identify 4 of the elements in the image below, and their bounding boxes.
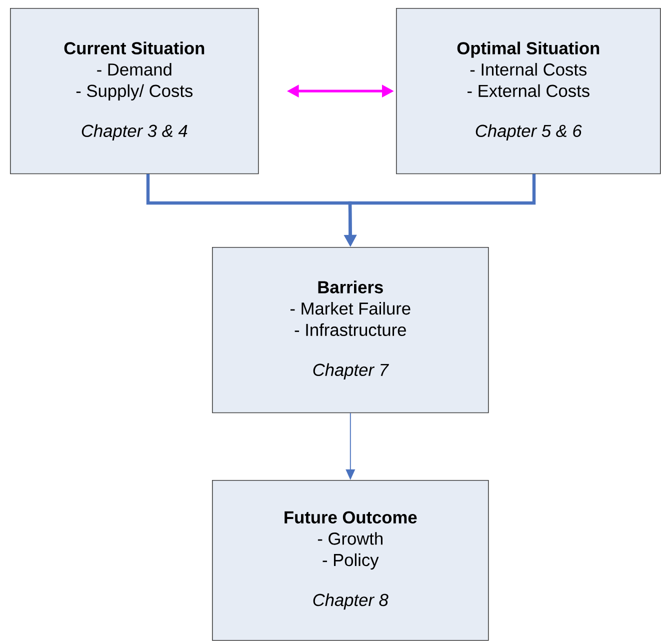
process-box: Current Situation - Demand - Supply/ Costs Chapter 3 & 4 bbox=[10, 8, 259, 174]
process-box: Barriers - Market Failure - Infrastructure Chapter 7 bbox=[212, 247, 489, 414]
process-box: Future Outcome - Growth - Policy Chapter 8 bbox=[212, 480, 489, 641]
process-box: Optimal Situation - Internal Costs - External Costs Chapter 5 & 6 bbox=[396, 8, 661, 174]
